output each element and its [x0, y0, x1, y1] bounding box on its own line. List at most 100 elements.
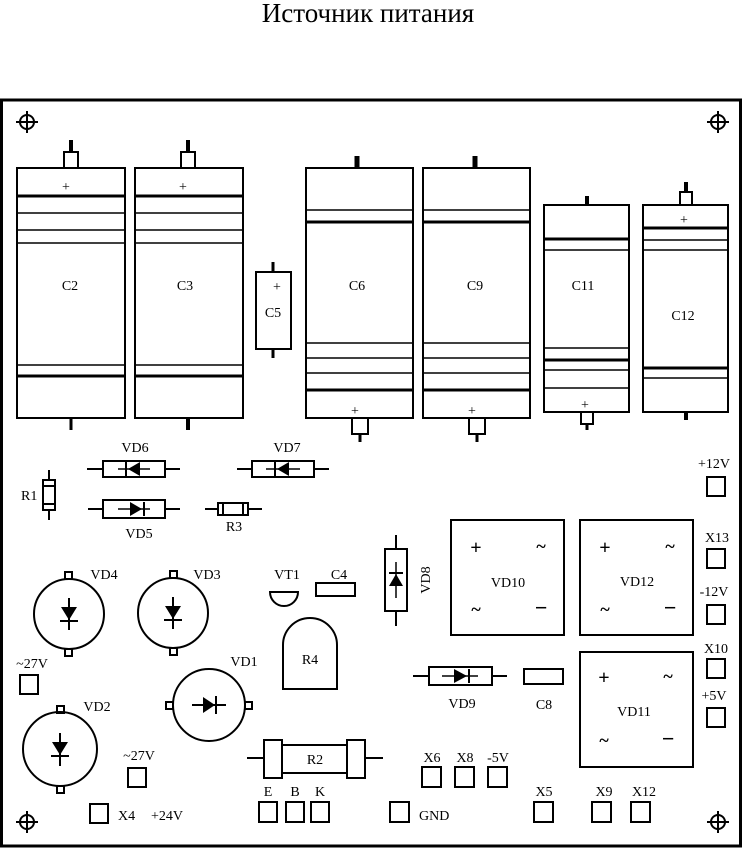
- bridge-vd12-tilde-1: ~: [665, 536, 675, 556]
- capacitor-c3-label: C3: [177, 279, 193, 294]
- capacitor-c2-plus: +: [62, 180, 70, 195]
- diode-vd7: [237, 460, 329, 478]
- mounting-hole-bottom-right: [707, 811, 729, 833]
- label-p5v: +5V: [701, 689, 726, 704]
- diode-vd9-label: VD9: [448, 697, 475, 712]
- diode-vd2: [22, 705, 98, 794]
- pad-ac27-b: [127, 767, 147, 788]
- label-x8: X8: [456, 751, 473, 766]
- bridge-vd11-plus: +: [598, 667, 609, 689]
- board-outline: [0, 98, 742, 848]
- bridge-vd11: [579, 651, 694, 768]
- pad-x5: [533, 801, 554, 823]
- resistor-r1: [42, 470, 56, 520]
- bridge-vd10-minus: −: [535, 595, 548, 620]
- capacitor-c8: [523, 668, 564, 685]
- capacitor-c11: [543, 196, 630, 430]
- diode-vd2-label: VD2: [83, 700, 110, 715]
- label-m12v: -12V: [700, 585, 729, 600]
- capacitor-c3-plus: +: [179, 180, 187, 195]
- diode-vd4-label: VD4: [90, 568, 117, 583]
- label-x12: X12: [632, 785, 656, 800]
- capacitor-c8-label: C8: [536, 698, 552, 713]
- diode-vd1-label: VD1: [230, 655, 257, 670]
- bridge-vd10-tilde-1: ~: [536, 536, 546, 556]
- capacitor-c9-label: C9: [467, 279, 483, 294]
- label-x6: X6: [423, 751, 440, 766]
- bridge-vd10: [450, 519, 565, 636]
- transistor-vt1-label: VT1: [274, 568, 300, 583]
- bridge-vd10-tilde-2: ~: [471, 599, 481, 619]
- pad-m5v: [487, 766, 508, 788]
- capacitor-c6-plus: +: [351, 404, 359, 419]
- capacitor-c5-plus: +: [273, 280, 281, 295]
- label-k: K: [315, 785, 325, 800]
- label-b: B: [290, 785, 299, 800]
- capacitor-c9-plus: +: [468, 404, 476, 419]
- diode-vd9: [413, 666, 507, 686]
- bridge-vd11-minus: −: [662, 726, 675, 751]
- diode-vd5: [88, 499, 180, 519]
- bridge-vd12-label: VD12: [620, 575, 654, 590]
- label-x4: X4: [118, 809, 135, 824]
- diode-vd6-label: VD6: [121, 441, 148, 456]
- pad-gnd: [389, 801, 410, 823]
- pad-x9: [591, 801, 612, 823]
- pad-m12v: [706, 604, 726, 625]
- diode-vd8-label: VD8: [419, 566, 434, 593]
- capacitor-c6-label: C6: [349, 279, 365, 294]
- capacitor-c2: [16, 140, 126, 430]
- pad-x8: [454, 766, 475, 788]
- pad-x13: [706, 548, 726, 569]
- diode-vd6: [87, 460, 180, 478]
- label-gnd: GND: [419, 809, 449, 824]
- bridge-vd10-label: VD10: [491, 576, 525, 591]
- mounting-hole-top-left: [16, 111, 38, 133]
- label-ac27-a: ~27V: [16, 657, 48, 672]
- resistor-r2: [247, 739, 383, 779]
- pad-p12v: [706, 476, 726, 497]
- diode-vd7-label: VD7: [273, 441, 300, 456]
- capacitor-c11-label: C11: [572, 279, 595, 294]
- diode-vd8: [384, 535, 408, 626]
- bridge-vd12-plus: +: [599, 537, 610, 559]
- mounting-hole-bottom-left: [16, 811, 38, 833]
- capacitor-c9: [422, 156, 531, 442]
- pad-x6: [421, 766, 442, 788]
- bridge-vd11-tilde-1: ~: [663, 666, 673, 686]
- capacitor-c4: [315, 582, 356, 597]
- page-title: Источник питания: [262, 0, 474, 28]
- capacitor-c4-label: C4: [331, 568, 347, 583]
- pad-ac27-a: [19, 674, 39, 695]
- capacitor-c3: [134, 140, 244, 430]
- label-e: E: [264, 785, 273, 800]
- pad-k: [310, 801, 330, 823]
- capacitor-c5-label: C5: [265, 306, 281, 321]
- label-m5v: -5V: [487, 751, 509, 766]
- pad-b: [285, 801, 305, 823]
- resistor-r1-label: R1: [21, 489, 37, 504]
- diode-vd3-label: VD3: [193, 568, 220, 583]
- pad-p5v: [706, 707, 726, 728]
- label-p24v: +24V: [151, 809, 183, 824]
- resistor-r3: [205, 502, 262, 516]
- pad-e: [258, 801, 278, 823]
- bridge-vd10-plus: +: [470, 537, 481, 559]
- capacitor-c5: [255, 262, 292, 358]
- resistor-r4: [282, 617, 338, 690]
- capacitor-c12-label: C12: [671, 309, 694, 324]
- capacitor-c6: [305, 156, 414, 442]
- pad-x12: [630, 801, 651, 823]
- pad-x4: [89, 803, 109, 824]
- bridge-vd12-tilde-2: ~: [600, 599, 610, 619]
- label-p12v: +12V: [698, 457, 730, 472]
- bridge-vd11-tilde-2: ~: [599, 730, 609, 750]
- capacitor-c2-label: C2: [62, 279, 78, 294]
- diode-vd5-label: VD5: [125, 527, 152, 542]
- bridge-vd12: [579, 519, 694, 636]
- diode-vd4: [33, 571, 105, 657]
- capacitor-c12-plus: +: [680, 213, 688, 228]
- label-x13: X13: [705, 531, 729, 546]
- resistor-r3-label: R3: [226, 520, 242, 535]
